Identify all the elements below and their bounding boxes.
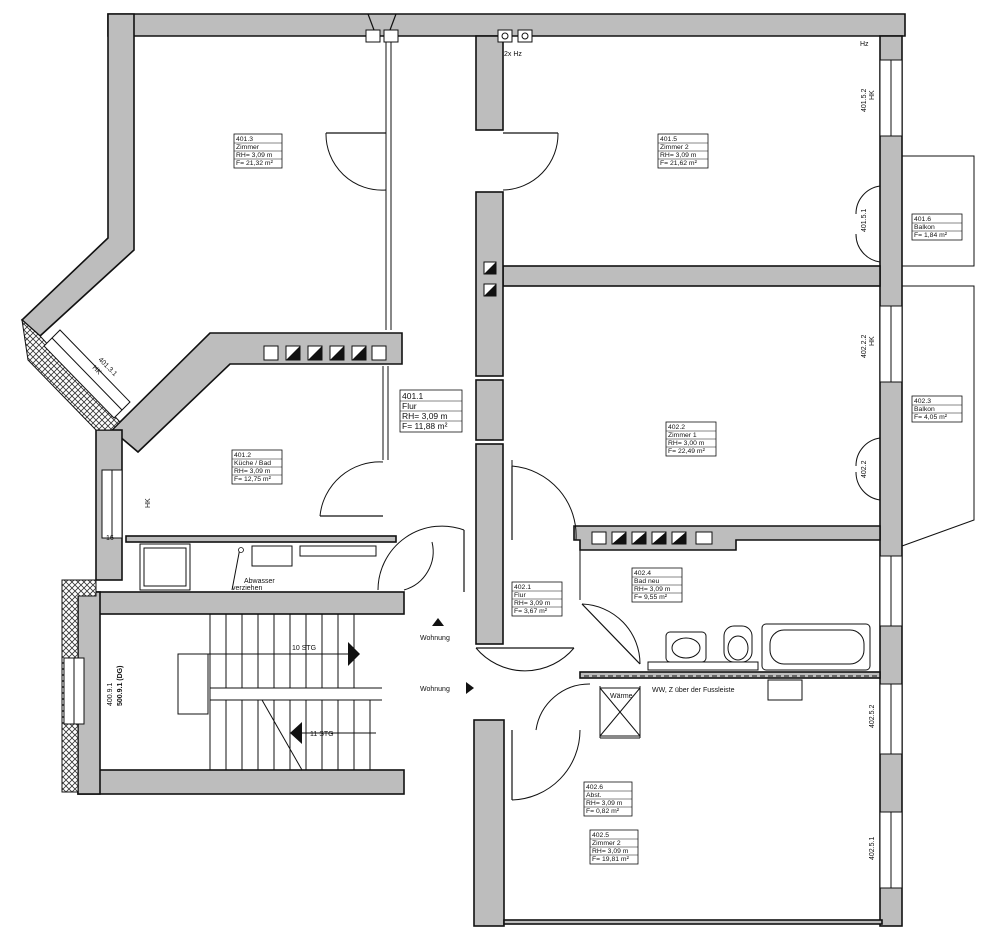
room-label-line: 401.5 xyxy=(660,136,677,143)
staircase xyxy=(177,614,382,771)
room-label-line: F= 0,82 m² xyxy=(586,808,620,815)
window-tag-402-5-1: 402.5.1 xyxy=(869,837,876,860)
wohnung-label-top: Wohnung xyxy=(420,635,450,642)
room-label-line: RH= 3,00 m xyxy=(668,440,705,447)
room-label-line: Flur xyxy=(402,401,417,411)
doors xyxy=(319,132,881,801)
room-label-line: RH= 3,09 m xyxy=(402,411,448,421)
abwasser-line-1: Abwasser xyxy=(244,578,275,585)
window-tag-401-5-2: 401.5.2 xyxy=(861,89,868,112)
room-label-line: F= 4,05 m² xyxy=(914,414,948,421)
window-tag-402-2-2: 402.2.2 xyxy=(861,335,868,358)
room-label-line: 401.2 xyxy=(234,452,251,459)
room-label-line: Zimmer 1 xyxy=(668,432,697,439)
entry-arrows xyxy=(432,618,474,694)
room-label-line: RH= 3,09 m xyxy=(634,586,671,593)
room-label-frame xyxy=(911,395,963,423)
window-tag-401-5-1: 401.5.1 xyxy=(861,209,868,232)
window-tag-500-9-1: 500.9.1 (DG) xyxy=(117,666,124,706)
room-label-line: F= 21,32 m² xyxy=(236,160,274,167)
stairs-lower-label: 11 STG xyxy=(310,731,334,738)
room-label-line: 402.3 xyxy=(914,398,931,405)
room-label-line: 402.2 xyxy=(668,424,685,431)
room-label-line: Zimmer 2 xyxy=(592,840,621,847)
room-label-line: 401.6 xyxy=(914,216,931,223)
room-label-line: 401.1 xyxy=(402,391,424,401)
two-hz-label: 2x Hz xyxy=(504,51,522,58)
ww-note: WW, Z über der Fussleiste xyxy=(652,687,735,694)
room-label-line: 402.6 xyxy=(586,784,603,791)
hz-label: Hz xyxy=(860,41,869,48)
room-label-line: F= 11,88 m² xyxy=(402,421,448,431)
room-label-line: 402.5 xyxy=(592,832,609,839)
room-label-line: RH= 3,09 m xyxy=(236,152,273,159)
room-label-frame xyxy=(911,213,963,241)
room-label-line: 402.4 xyxy=(634,570,651,577)
waerme-unit xyxy=(599,687,641,737)
room-label-line: F= 22,49 m² xyxy=(668,448,706,455)
room-label-line: RH= 3,09 m xyxy=(586,800,623,807)
room-label-line: Zimmer 2 xyxy=(660,144,689,151)
hk-label-4: HK xyxy=(145,498,152,508)
room-label-line: Bad neu xyxy=(634,578,660,585)
balconies xyxy=(901,155,975,547)
room-label-line: Küche / Bad xyxy=(234,460,271,467)
shafts xyxy=(263,13,713,545)
waerme-label: Wärme xyxy=(610,693,633,700)
room-label-line: RH= 3,09 m xyxy=(592,848,629,855)
stairs-upper-label: 10 STG xyxy=(292,645,316,652)
abwasser-line-2: verziehen xyxy=(232,585,262,592)
room-label-line: F= 3,67 m² xyxy=(514,608,548,615)
window-tag-402-2: 402.2 xyxy=(861,460,868,478)
room-label-line: RH= 3,09 m xyxy=(234,468,271,475)
room-label-line: 402.1 xyxy=(514,584,531,591)
room-label-line: Balkon xyxy=(914,224,935,231)
window-tag-400-9-1: 400.9.1 xyxy=(107,683,114,706)
room-label-line: 401.3 xyxy=(236,136,253,143)
partitions xyxy=(382,40,641,739)
room-label-line: Zimmer xyxy=(236,144,260,151)
walls xyxy=(20,13,906,927)
room-label-line: Flur xyxy=(514,592,526,599)
room-label-line: RH= 3,09 m xyxy=(514,600,551,607)
room-label-line: F= 21,62 m² xyxy=(660,160,698,167)
room-label-line: Balkon xyxy=(914,406,935,413)
room-label-line: F= 9,55 m² xyxy=(634,594,668,601)
room-label-line: F= 19,81 m² xyxy=(592,856,630,863)
wohnung-label-bottom: Wohnung xyxy=(420,686,450,693)
room-label-line: Abst. xyxy=(586,792,602,799)
hk-label-1: HK xyxy=(869,90,876,100)
hk-label-2: HK xyxy=(869,336,876,346)
room-label-line: F= 1,84 m² xyxy=(914,232,948,239)
room-label-line: F= 12,75 m² xyxy=(234,476,272,483)
kitchen-fixtures xyxy=(139,543,377,591)
dim-16: 16 xyxy=(106,535,114,542)
windows xyxy=(43,59,903,889)
bath-fixtures xyxy=(584,623,880,701)
window-tag-402-5-2: 402.5.2 xyxy=(869,705,876,728)
room-label-line: RH= 3,09 m xyxy=(660,152,697,159)
